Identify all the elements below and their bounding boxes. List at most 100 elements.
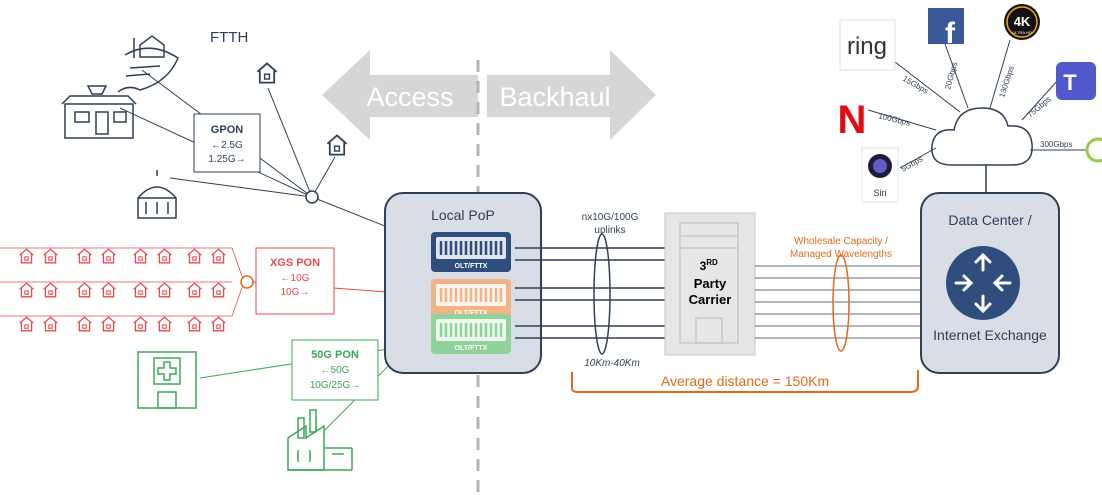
speed-xbox: 300Gbps bbox=[1040, 140, 1072, 149]
gpon-upstream: 1.25G→ bbox=[208, 154, 245, 165]
svg-text:OLT/FTTX: OLT/FTTX bbox=[455, 310, 488, 317]
ftth-label: FTTH bbox=[210, 29, 248, 46]
ring-logo: ring bbox=[847, 33, 887, 60]
data-center-label: Data Center / bbox=[948, 212, 1031, 228]
carrier-label-carrier: Carrier bbox=[689, 292, 732, 307]
house-icon bbox=[157, 282, 172, 298]
backhaul-arrow bbox=[487, 50, 656, 140]
house-icon bbox=[101, 248, 116, 264]
olt-shelf-green: OLT/FTTX bbox=[429, 314, 513, 354]
wavelength-bundle-ring bbox=[832, 254, 850, 352]
factory-icon bbox=[287, 409, 353, 471]
4k-ultra-hd-ring bbox=[1006, 6, 1038, 38]
wholesale-label-line1: Wholesale Capacity / bbox=[794, 236, 888, 247]
backhaul-label: Backhaul bbox=[499, 82, 610, 112]
4k-ultra-hd-icon bbox=[1004, 4, 1040, 40]
house-icon bbox=[43, 248, 58, 264]
house-icon bbox=[187, 316, 202, 332]
facebook-logo-icon bbox=[928, 8, 964, 44]
average-distance-label: Average distance = 150Km bbox=[661, 373, 829, 389]
teams-logo-icon bbox=[1056, 62, 1096, 100]
siri-label: Siri bbox=[874, 188, 887, 198]
hospital-icon bbox=[137, 351, 197, 409]
access-label: Access bbox=[366, 82, 453, 112]
house-icon bbox=[43, 316, 58, 332]
carrier-building: 3 RD Party Carrier bbox=[664, 212, 756, 356]
house-icon bbox=[19, 282, 34, 298]
svg-text:OLT/FTTX: OLT/FTTX bbox=[455, 263, 488, 270]
house-icon bbox=[133, 282, 148, 298]
router-arrows bbox=[954, 252, 1012, 314]
house-icon bbox=[256, 62, 278, 84]
uplink-bundle-ring bbox=[593, 233, 611, 355]
speed-siri: 5Gbps bbox=[900, 154, 925, 174]
gpon-title: GPON bbox=[211, 124, 243, 136]
uplinks-label-line2: uplinks bbox=[594, 225, 625, 236]
house-icon bbox=[77, 282, 92, 298]
wholesale-fibers bbox=[755, 265, 930, 339]
house-icon bbox=[43, 282, 58, 298]
xgs-title: XGS PON bbox=[270, 257, 320, 269]
house-icon bbox=[157, 316, 172, 332]
access-arrow bbox=[322, 50, 478, 140]
gpon-splitter-icon bbox=[305, 190, 319, 204]
xgs-house-cluster bbox=[0, 247, 245, 332]
house-icon bbox=[133, 316, 148, 332]
local-pop-label: Local PoP bbox=[431, 207, 495, 223]
router-icon bbox=[946, 246, 1020, 320]
house-icon bbox=[101, 282, 116, 298]
shop-icon bbox=[61, 85, 137, 139]
house-icon bbox=[19, 248, 34, 264]
farm-icon bbox=[117, 35, 179, 93]
house-icon bbox=[101, 316, 116, 332]
house-icon bbox=[133, 248, 148, 264]
carrier-label-rd: RD bbox=[706, 258, 718, 267]
gpon-downstream: ←2.5G bbox=[211, 140, 243, 151]
xgs-downstream: ←10G bbox=[281, 273, 310, 284]
pon50-title: 50G PON bbox=[311, 349, 359, 361]
gpon-label-box: GPON ←2.5G 1.25G→ bbox=[193, 113, 261, 173]
xgs-splitter-icon bbox=[240, 275, 254, 289]
siri-logo-swirl bbox=[873, 159, 887, 173]
olt-shelf-orange: OLT/FTTX bbox=[429, 279, 513, 319]
pon50-downstream: ←50G bbox=[321, 365, 350, 376]
house-icon bbox=[187, 282, 202, 298]
uplinks-label-line1: nx10G/100G bbox=[582, 212, 639, 223]
speed-netflix: 100Gbps bbox=[878, 111, 912, 128]
house-icon bbox=[77, 316, 92, 332]
speed-teams: 75Gbps bbox=[1026, 95, 1053, 120]
carrier-label-party: Party bbox=[694, 276, 727, 291]
speed-4k: 130Gbps bbox=[997, 65, 1016, 99]
house-icon bbox=[19, 316, 34, 332]
pon50-upstream: 10G/25G→ bbox=[310, 380, 361, 391]
house-icon bbox=[326, 134, 348, 156]
internet-exchange-label: Internet Exchange bbox=[933, 327, 1047, 343]
netflix-logo-icon: N bbox=[838, 98, 867, 142]
olt-shelf-navy: OLT/FTTX bbox=[429, 232, 513, 272]
house-icon bbox=[211, 316, 226, 332]
wholesale-label-line2: Managed Wavelengths bbox=[790, 249, 892, 260]
4k-badge-text: 4K bbox=[1014, 14, 1031, 29]
svg-text:OLT/FTTX: OLT/FTTX bbox=[455, 345, 488, 352]
span-distance-label: 10Km-40Km bbox=[584, 358, 640, 369]
government-building-icon bbox=[137, 170, 177, 219]
4k-badge-sub: ULTRA HD bbox=[1012, 30, 1032, 35]
average-distance-bracket bbox=[571, 370, 919, 393]
pon50-label-box: 50G PON ←50G 10G/25G→ bbox=[291, 339, 379, 401]
house-icon bbox=[211, 248, 226, 264]
carrier-label-3: 3 bbox=[700, 259, 707, 273]
house-icon bbox=[157, 248, 172, 264]
facebook-logo-glyph: f bbox=[945, 17, 956, 50]
internet-cloud-icon bbox=[931, 107, 1033, 166]
house-icon bbox=[77, 248, 92, 264]
xgs-label-box: XGS PON ←10G 10G→ bbox=[255, 247, 335, 315]
house-icon bbox=[211, 282, 226, 298]
service-links bbox=[867, 39, 1090, 169]
teams-badge-text: T bbox=[1063, 70, 1077, 95]
xbox-logo-icon bbox=[1085, 137, 1102, 163]
xgs-upstream: 10G→ bbox=[281, 287, 310, 298]
ring-logo-tile bbox=[839, 19, 896, 71]
house-icon bbox=[187, 248, 202, 264]
uplink-fibers bbox=[515, 247, 670, 339]
